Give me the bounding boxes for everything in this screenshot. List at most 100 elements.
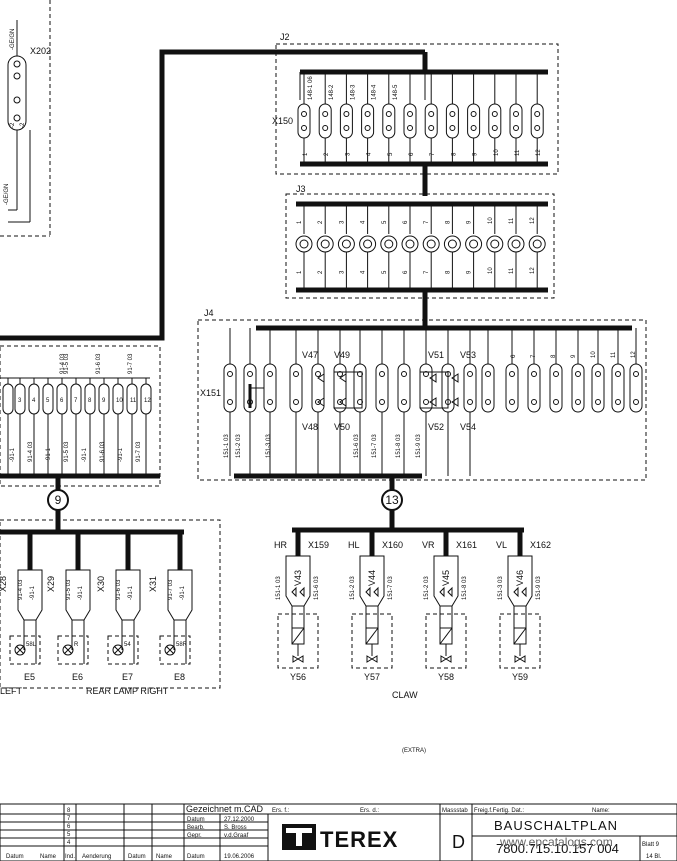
j4-pin-18 xyxy=(591,363,605,413)
j4-wire-2: 151-2 03 xyxy=(236,434,242,458)
j4-wire-9: 151-9 03 xyxy=(416,434,422,458)
rev-row-5: 5 xyxy=(67,832,71,838)
j4-wire-7: 151-7 03 xyxy=(372,434,378,458)
lamp-terminal-label: 58L xyxy=(26,642,37,648)
lamp-terminal-label: 54 xyxy=(124,642,131,648)
j2-pin-num-8: 8 xyxy=(451,152,457,156)
lamp-wire-a: 91-6 03 xyxy=(116,579,122,600)
row-1-val: 27.12.2000 xyxy=(224,817,255,823)
j3-pin-num-top-1: 1 xyxy=(297,220,303,224)
left-bottom-wire-7: -91-1 xyxy=(118,447,124,462)
drawing-number: 7800.715.10.157 004 xyxy=(496,841,619,856)
diode-icon xyxy=(513,586,527,598)
valve-diode-label: V46 xyxy=(515,570,525,586)
j4-pin-label-8: 8 xyxy=(551,354,557,358)
valve-wire-a: 151-2 03 xyxy=(350,576,356,600)
j3-pin-1 xyxy=(295,235,313,253)
lamp-connector-label: X31 xyxy=(148,576,158,592)
j4-wire-1: 151-1 03 xyxy=(224,434,230,458)
valve-id-label: Y56 xyxy=(290,672,306,682)
j3-pin-num-top-12: 12 xyxy=(530,217,536,224)
row-2-key: Bearb. xyxy=(187,825,205,831)
x150-label: X150 xyxy=(272,116,293,126)
x151-label: X151 xyxy=(200,388,221,398)
j3-pin-num-top-11: 11 xyxy=(509,217,515,224)
x202-connector: X202 -GE/GN -2 -2 -GE/GN xyxy=(0,0,51,237)
diode-v54: V54 xyxy=(460,422,476,432)
left-bottom-wire-5: -91-1 xyxy=(82,447,88,462)
j4-wire-6: 151-6 03 xyxy=(354,434,360,458)
j2-pin-num-2: 2 xyxy=(324,152,330,156)
j3-pin-num-top-9: 9 xyxy=(467,220,473,224)
rev-row-6: 6 xyxy=(67,824,71,830)
rev-row-4: 4 xyxy=(67,840,71,846)
j2-pin-num-12: 12 xyxy=(536,149,542,156)
left-pin-1 xyxy=(2,383,14,415)
rear-lamp-right-label: REAR LAMP RIGHT xyxy=(86,686,169,696)
j2-pin-num-4: 4 xyxy=(367,152,373,156)
lamp-wire-b: -91-1 xyxy=(128,585,134,600)
j3-pin-num-3: 3 xyxy=(339,270,345,274)
j3-pin-num-top-10: 10 xyxy=(488,217,494,224)
lamp-id-label: E8 xyxy=(174,672,185,682)
diode-v53: V53 xyxy=(460,350,476,360)
j2-pin-num-5: 5 xyxy=(388,152,394,156)
left-top-wire-3: 91-6 03 xyxy=(96,353,102,374)
left-pin-label-12: 12 xyxy=(144,398,151,404)
terex-logo: TEREX xyxy=(282,824,397,852)
lamp-wire-a: 91-7 03 xyxy=(168,579,174,600)
lamp-bulb-icon xyxy=(62,644,74,656)
left-pin-label-8: 8 xyxy=(88,398,92,404)
index-letter: D xyxy=(452,832,465,852)
diode-icon xyxy=(291,586,305,598)
lamp-connector-label: X29 xyxy=(46,576,56,592)
j2-wire-1: 148-1 06 xyxy=(308,76,314,100)
name-header: Name: xyxy=(592,808,610,814)
lamp-bulb-icon xyxy=(14,644,26,656)
j4-wire-3: 151-3 03 xyxy=(266,434,272,458)
j4-pin-label-6: 6 xyxy=(511,354,517,358)
j3-pin-num-top-4: 4 xyxy=(361,220,367,224)
j2-pin-num-11: 11 xyxy=(515,149,521,156)
left-bottom-wire-3: -91-1 xyxy=(46,447,52,462)
j2-pin-11 xyxy=(509,103,523,139)
valve-diode-label: V44 xyxy=(367,570,377,586)
left-pin-label-9: 9 xyxy=(102,398,106,404)
left-pin-label-6: 6 xyxy=(60,398,64,404)
row-2-val: S. Bross xyxy=(224,825,247,831)
left-top-wire-2: 91-5 03 xyxy=(64,353,70,374)
valve-wire-a: 151-1 03 xyxy=(276,576,282,600)
x202-wire-1: -GE/GN xyxy=(10,29,16,50)
valve-wire-a: 151-3 03 xyxy=(498,576,504,600)
j3-pin-4 xyxy=(359,235,377,253)
left-bottom-wire-8: 91-7 03 xyxy=(136,441,142,462)
valve-connector-label: X159 xyxy=(308,540,329,550)
claw-label: CLAW xyxy=(392,690,418,700)
diode-v48: V48 xyxy=(302,422,318,432)
j2-label: J2 xyxy=(280,32,290,42)
j4-pin-label-9: 9 xyxy=(571,354,577,358)
j2-pin-4 xyxy=(361,103,375,139)
j4-pin-label-12: 12 xyxy=(631,351,637,358)
j4-pin-19 xyxy=(611,363,625,413)
valve-icon xyxy=(514,655,526,663)
node-13: 13 xyxy=(292,489,524,533)
left-bottom-wire-6: 91-6 03 xyxy=(100,441,106,462)
j2-pin-3 xyxy=(339,103,353,139)
rev-row-7: 7 xyxy=(67,816,71,822)
valve-position-label: VR xyxy=(422,540,435,550)
j4-label: J4 xyxy=(204,308,214,318)
j2-wire-2: 148-2 xyxy=(329,84,335,100)
x202-wire-4: -GE/GN xyxy=(4,184,10,205)
j4-pin-label-11: 11 xyxy=(611,351,617,358)
j2-pin-num-6: 6 xyxy=(409,152,415,156)
j4-pin-14 xyxy=(505,363,519,413)
diode-icon xyxy=(365,586,379,598)
